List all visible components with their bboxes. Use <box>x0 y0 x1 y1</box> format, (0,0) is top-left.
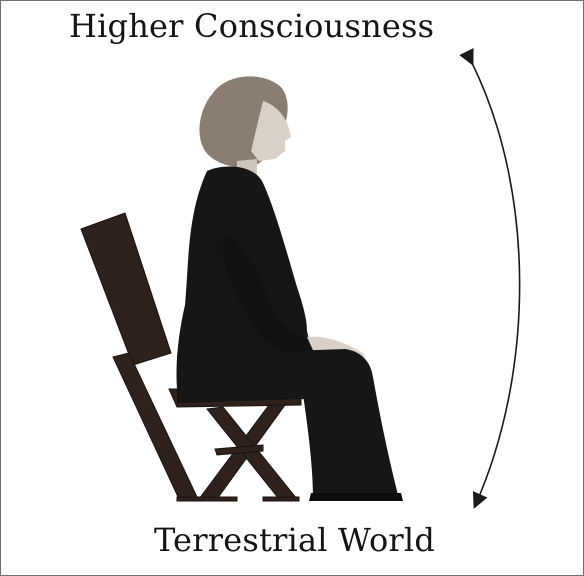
double-arrow <box>459 47 521 509</box>
seated-woman <box>176 76 403 501</box>
chair-backrest <box>80 212 172 366</box>
chair-rail <box>214 444 264 456</box>
chair <box>80 212 302 502</box>
top-label: Higher Consciousness <box>69 7 435 45</box>
bottom-label: Terrestrial World <box>154 521 436 559</box>
curved-arrow-line <box>459 47 521 509</box>
woman-face <box>251 101 291 161</box>
woman-shoe <box>309 493 403 501</box>
chair-foot-right <box>262 496 300 502</box>
woman-lower-leg <box>301 377 399 499</box>
chair-foot-left <box>176 496 238 502</box>
woman-arm <box>222 233 319 357</box>
